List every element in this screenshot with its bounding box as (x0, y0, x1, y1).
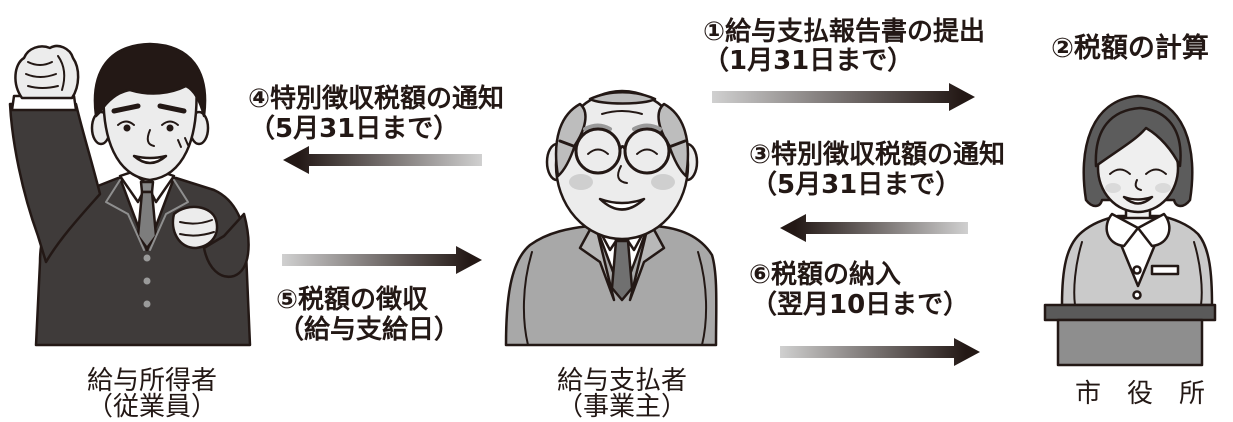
employee-illustration (8, 42, 252, 347)
employee-eyelid-left (117, 120, 135, 126)
employee-eyebrow-left (111, 103, 141, 114)
step-3-label: ③特別徴収税額の通知 (749, 140, 1006, 170)
step-2-label: ②税額の計算 (1051, 33, 1209, 64)
clerk-cheek-left (1105, 183, 1121, 193)
clerk-eye-right (1145, 168, 1167, 175)
employer-hair-top (588, 91, 657, 105)
employer-role-caption: （事業主） (556, 392, 687, 422)
employee-cheek-mark (177, 137, 189, 148)
employee-button-2 (143, 277, 151, 285)
step-4-deadline: （5月31日まで） (249, 114, 460, 144)
employer-illustration (504, 89, 718, 347)
step-3-deadline: （5月31日まで） (751, 170, 962, 200)
clerk-cheek-right (1155, 183, 1171, 193)
employer-glasses-frame (558, 139, 687, 151)
employee-caption: 給与所得者 (86, 366, 217, 396)
clerk-arm-right (1193, 241, 1203, 306)
employer-eyebrow-right (632, 123, 662, 131)
employee-tie (136, 190, 158, 250)
employee-eye-left (123, 124, 131, 132)
arrow-city-to-employer-notice (780, 214, 968, 242)
arrow-employee-to-employer-collection (282, 246, 482, 274)
employer-eyebrow-left (583, 123, 612, 131)
city-clerk-illustration (1043, 94, 1217, 367)
step-1-label: ①給与支払報告書の提出 (703, 17, 986, 47)
employer-arm-left (522, 251, 533, 346)
employer-tie (610, 239, 634, 302)
employee-eyebrow-right (157, 103, 187, 114)
employee-button-1 (143, 254, 151, 262)
employee-chest-fist (171, 205, 219, 250)
clerk-nose (1134, 179, 1142, 191)
step-6-deadline: （翌月10日まで） (751, 290, 970, 320)
employer-caption: 給与支払者 (556, 366, 687, 396)
clerk-eye-left (1109, 168, 1131, 175)
arrow-employer-to-employee-notice (283, 146, 482, 174)
step-5-label: ⑤税額の徴収 (276, 285, 429, 315)
employee-chest-fist-fingers (179, 219, 215, 237)
clerk-vest-button-2 (1132, 290, 1142, 300)
step-5-deadline: （給与支給日） (278, 315, 461, 345)
employer-glasses-lens-right (623, 127, 671, 175)
employer-cheek-right (651, 174, 675, 190)
clerk-collar-left (1105, 212, 1140, 248)
podium-front (1056, 318, 1204, 367)
step-1-deadline: （1月31日まで） (703, 46, 914, 76)
clerk-mouth (1122, 195, 1154, 205)
employee-raised-fist (14, 44, 80, 100)
employee-nose (146, 129, 155, 147)
employee-raised-arm-sleeve (8, 102, 102, 264)
employee-eye-right (166, 124, 174, 132)
employee-lapel-left (105, 179, 145, 251)
employer-nose (617, 165, 628, 184)
employee-bent-arm-sleeve (202, 212, 250, 279)
employer-eye-right (636, 148, 658, 155)
step-4-label: ④特別徴収税額の通知 (248, 84, 505, 114)
employee-mouth (132, 154, 168, 165)
employer-eye-left (587, 148, 609, 155)
employer-hair-left (554, 102, 587, 178)
clerk-bangs (1094, 106, 1182, 168)
employee-button-3 (143, 300, 151, 308)
employer-arm-right (697, 251, 708, 346)
employer-mouth (598, 197, 646, 211)
employee-lapel-right (149, 179, 189, 251)
employee-eyelid-right (161, 120, 179, 126)
clerk-name-badge (1150, 264, 1180, 276)
employee-role-caption: （従業員） (86, 392, 217, 422)
employer-cheek-left (569, 174, 593, 190)
arrow-employer-to-city-payment (780, 338, 980, 366)
step-6-label: ⑥税額の納入 (749, 260, 902, 290)
employee-hair (93, 42, 207, 118)
clerk-arm-left (1073, 241, 1083, 306)
city-office-caption: 市 役 所 (1074, 379, 1205, 409)
employer-glasses-lens-left (574, 127, 622, 175)
employee-raised-fist-fingers (25, 55, 66, 91)
clerk-vest-button-1 (1132, 265, 1142, 275)
arrow-employer-to-city-report (712, 83, 975, 111)
podium-top (1043, 303, 1217, 322)
employer-forehead-wrinkle (601, 110, 643, 115)
employee-tie-knot (139, 180, 155, 194)
clerk-collar-right (1136, 212, 1171, 248)
employer-hair-right (657, 102, 690, 178)
